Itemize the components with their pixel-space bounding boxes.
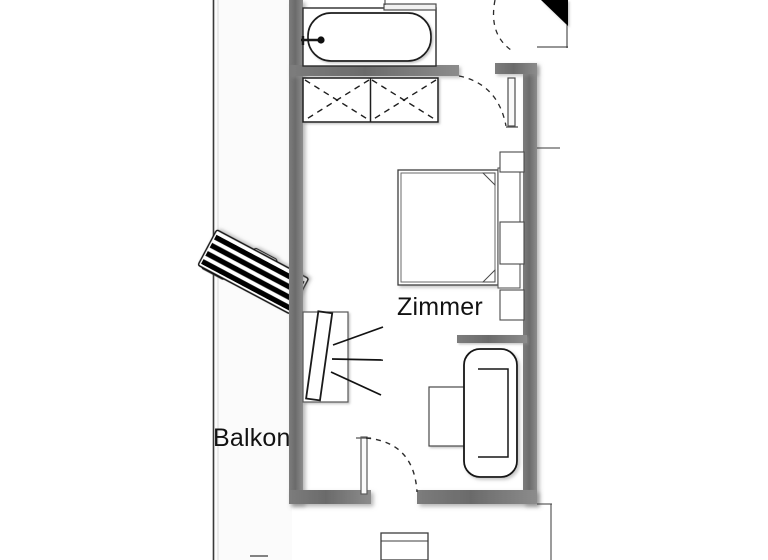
bed-duvet [400, 172, 496, 283]
bathtub-basin [307, 12, 432, 62]
bed [397, 167, 521, 289]
desk-area [302, 310, 384, 403]
door-swing-arc-top [492, 0, 515, 53]
bathtub-faucet-icon [301, 36, 325, 45]
bathroom-door-swing-arcs [458, 0, 515, 127]
room-walls [289, 0, 537, 504]
bed-corner-fold-top [481, 172, 496, 187]
armchair [463, 348, 518, 478]
corridor-furniture [250, 532, 429, 560]
nightstand-foot [499, 289, 525, 321]
bed-corner-fold-bottom [481, 268, 496, 283]
wall-bottom-left [289, 490, 371, 504]
direction-arrow-icon [541, 0, 568, 26]
side-table [428, 386, 467, 447]
corridor-door [506, 77, 518, 128]
mirror [305, 310, 334, 402]
deck-chair [197, 229, 309, 314]
wall-right [523, 63, 537, 504]
bathroom-door [383, 0, 437, 11]
wall-bottom-right [417, 490, 537, 504]
wardrobe [302, 77, 439, 123]
wall-left [289, 0, 303, 504]
corridor-door-leaf [507, 77, 516, 127]
entrance-door [356, 436, 418, 495]
wall-bathroom-divider [289, 65, 459, 76]
wardrobe-compartment-marks [304, 79, 437, 121]
armchair-seat [478, 368, 509, 458]
nightstands [499, 151, 525, 321]
entrance-door-swing-arc [365, 437, 418, 493]
mirror-reflection-lines [330, 326, 384, 396]
balcony-label: Balkon [213, 424, 291, 452]
entrance-door-leaf [360, 436, 368, 495]
bathroom-door-leaf [383, 3, 437, 11]
mirror-glass [305, 310, 334, 402]
nightstand-upper [499, 151, 525, 173]
nightstand-lower [499, 221, 525, 265]
room-label: Zimmer [397, 293, 483, 321]
bathtub [301, 7, 437, 67]
deck-chair-stripes [200, 234, 305, 311]
wall-stub-armchair [457, 335, 527, 343]
exterior-reference-lines [537, 0, 568, 560]
outside-cabinet [380, 532, 429, 560]
wall-stub-upper-right [495, 63, 537, 74]
